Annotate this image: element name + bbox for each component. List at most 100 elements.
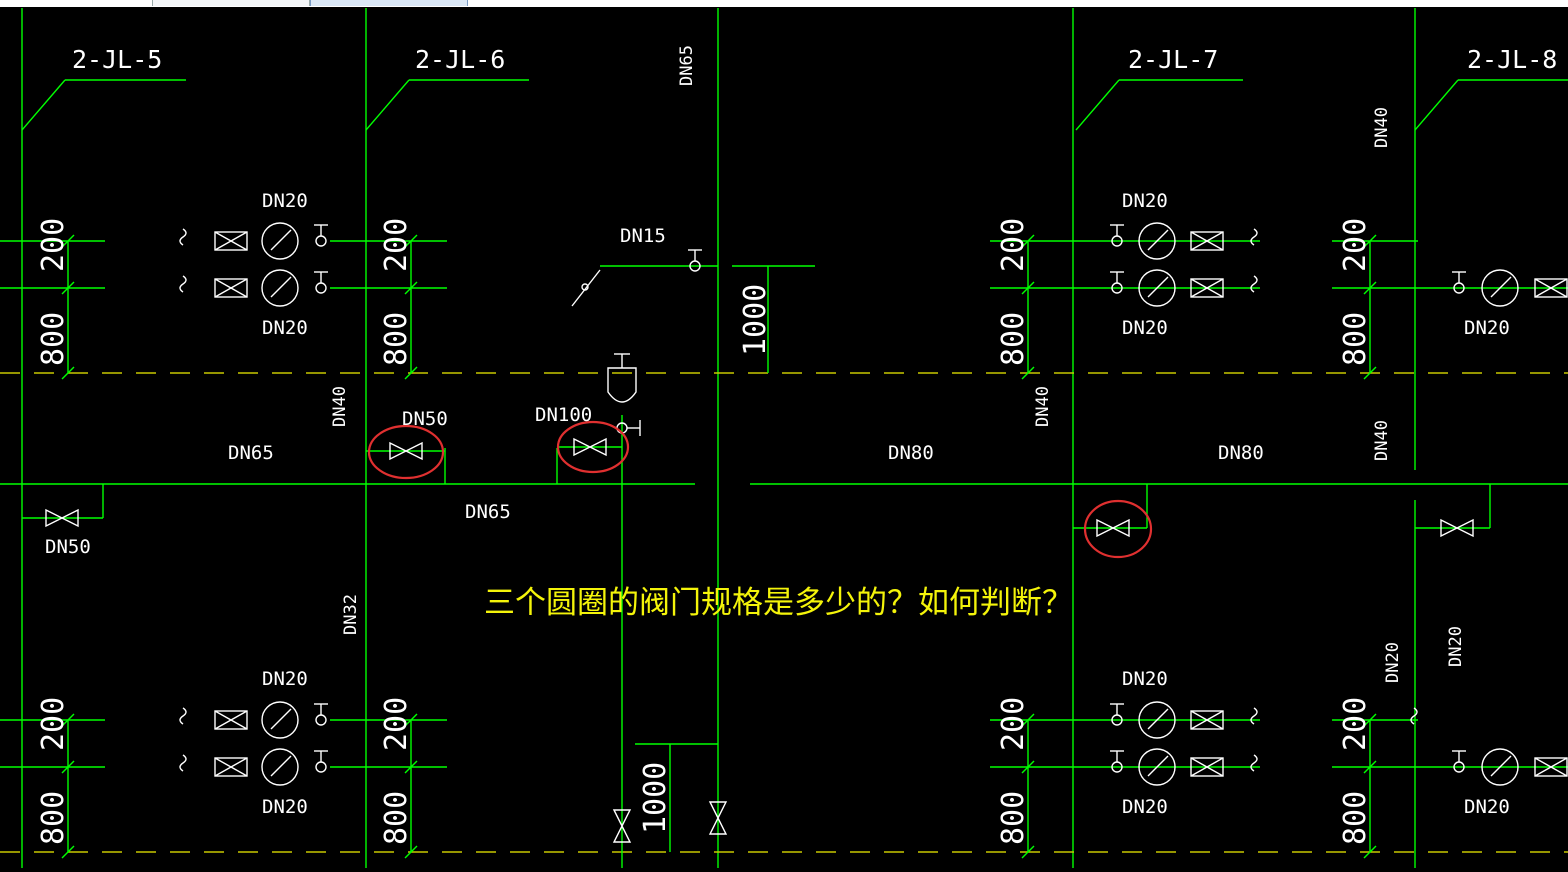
dimension-tick — [1363, 234, 1377, 248]
dimension-200: 200 — [36, 218, 71, 272]
document-tab-active[interactable] — [310, 0, 468, 6]
leader-line — [365, 79, 410, 131]
dimension-tick — [61, 845, 75, 859]
backflow-preventer-icon — [607, 367, 637, 403]
dimension-200: 200 — [1338, 697, 1373, 751]
dimension-800: 800 — [36, 312, 71, 366]
size-label-dn20: DN20 — [1464, 317, 1510, 339]
dimension-tick — [1363, 281, 1377, 295]
flex-joint-icon — [1250, 275, 1258, 293]
flex-joint-icon — [1250, 707, 1258, 725]
meter-box-icon — [1190, 710, 1224, 730]
dimension-800: 800 — [379, 791, 414, 845]
flex-joint-icon — [179, 275, 187, 293]
gauge-needle-icon — [270, 755, 292, 777]
meter-box-icon — [1190, 231, 1224, 251]
check-valve-icon — [571, 269, 601, 307]
meter-box-icon — [214, 757, 248, 777]
highlight-circle-dn100-valve — [556, 420, 630, 474]
tap-valve-icon — [315, 761, 327, 773]
tap-valve-icon — [315, 714, 327, 726]
dimension-800: 800 — [1338, 312, 1373, 366]
dimension-1000: 1000 — [638, 762, 673, 834]
window-top-bar — [0, 0, 1568, 7]
size-label-dn32-vertical: DN32 — [341, 594, 361, 635]
dimension-200: 200 — [996, 697, 1031, 751]
dimension-tick — [1021, 713, 1035, 727]
meter-box-icon — [214, 231, 248, 251]
gauge-needle-icon — [1147, 708, 1169, 730]
size-label-dn40-vertical: DN40 — [1033, 386, 1053, 427]
dimension-800: 800 — [1338, 791, 1373, 845]
meter-box-icon — [214, 278, 248, 298]
size-label-dn100: DN100 — [535, 404, 592, 426]
dimension-tick — [404, 713, 418, 727]
size-label-dn20-vertical: DN20 — [1383, 642, 1403, 683]
fixture-symbols — [45, 222, 1568, 843]
gate-valve-icon — [1440, 518, 1474, 538]
meter-box-icon — [1534, 757, 1568, 777]
dimension-800: 800 — [36, 791, 71, 845]
dimension-tick — [1363, 760, 1377, 774]
gauge-needle-icon — [270, 276, 292, 298]
size-label-dn50: DN50 — [45, 536, 91, 558]
dimension-800: 800 — [996, 791, 1031, 845]
dimension-tick — [61, 234, 75, 248]
leader-line — [21, 79, 66, 131]
dimension-tick — [1021, 366, 1035, 380]
size-label-dn20: DN20 — [262, 317, 308, 339]
size-label-dn20: DN20 — [1122, 317, 1168, 339]
gate-valve-icon — [708, 801, 728, 835]
gate-valve-icon — [389, 441, 423, 461]
gauge-needle-icon — [270, 229, 292, 251]
flex-joint-icon — [179, 707, 187, 725]
flex-joint-icon — [1250, 754, 1258, 772]
dimension-tick — [61, 760, 75, 774]
pressure-gauge-icon — [1138, 269, 1176, 307]
pressure-gauge-icon — [1138, 701, 1176, 739]
dimension-tick — [1021, 845, 1035, 859]
dimension-tick — [61, 713, 75, 727]
dimension-200: 200 — [379, 218, 414, 272]
size-label-dn20: DN20 — [1122, 796, 1168, 818]
size-label-dn80: DN80 — [1218, 442, 1264, 464]
document-tab[interactable] — [152, 0, 310, 6]
pressure-gauge-icon — [1138, 748, 1176, 786]
dimension-200: 200 — [1338, 218, 1373, 272]
dimension-1000: 1000 — [738, 284, 773, 356]
size-label-dn50: DN50 — [402, 408, 448, 430]
dimension-tick — [61, 281, 75, 295]
question-annotation: 三个圆圈的阀门规格是多少的？如何判断？ — [484, 585, 1073, 621]
dimension-tick — [1021, 234, 1035, 248]
meter-box-icon — [214, 231, 248, 251]
gauge-needle-icon — [1147, 755, 1169, 777]
pipe-network — [0, 8, 1568, 868]
pressure-gauge-icon — [261, 269, 299, 307]
size-label-dn65: DN65 — [228, 442, 274, 464]
size-label-dn20-vertical: DN20 — [1446, 626, 1466, 667]
dimension-tick — [1021, 760, 1035, 774]
size-label-dn40-vertical: DN40 — [1372, 107, 1392, 148]
dimension-tick — [1363, 366, 1377, 380]
meter-box-icon — [214, 710, 248, 730]
pressure-gauge-icon — [261, 748, 299, 786]
meter-box-icon — [214, 278, 248, 298]
gate-valve-icon — [612, 809, 632, 843]
meter-box-icon — [214, 710, 248, 730]
size-label-dn20: DN20 — [1122, 190, 1168, 212]
gauge-needle-icon — [270, 708, 292, 730]
flex-joint-icon — [1250, 228, 1258, 246]
dimension-200: 200 — [996, 218, 1031, 272]
flex-joint-icon — [1410, 707, 1418, 725]
highlight-circle-dn50-valve — [367, 424, 445, 480]
meter-box-icon — [1190, 278, 1224, 298]
pressure-gauge-icon — [1481, 748, 1519, 786]
size-label-dn20: DN20 — [262, 668, 308, 690]
meter-box-icon — [1534, 278, 1568, 298]
gate-valve-icon — [45, 508, 79, 528]
dimension-tick — [61, 366, 75, 380]
dimension-tick — [1021, 281, 1035, 295]
size-label-dn20: DN20 — [1464, 796, 1510, 818]
meter-box-icon — [214, 757, 248, 777]
pressure-gauge-icon — [261, 701, 299, 739]
